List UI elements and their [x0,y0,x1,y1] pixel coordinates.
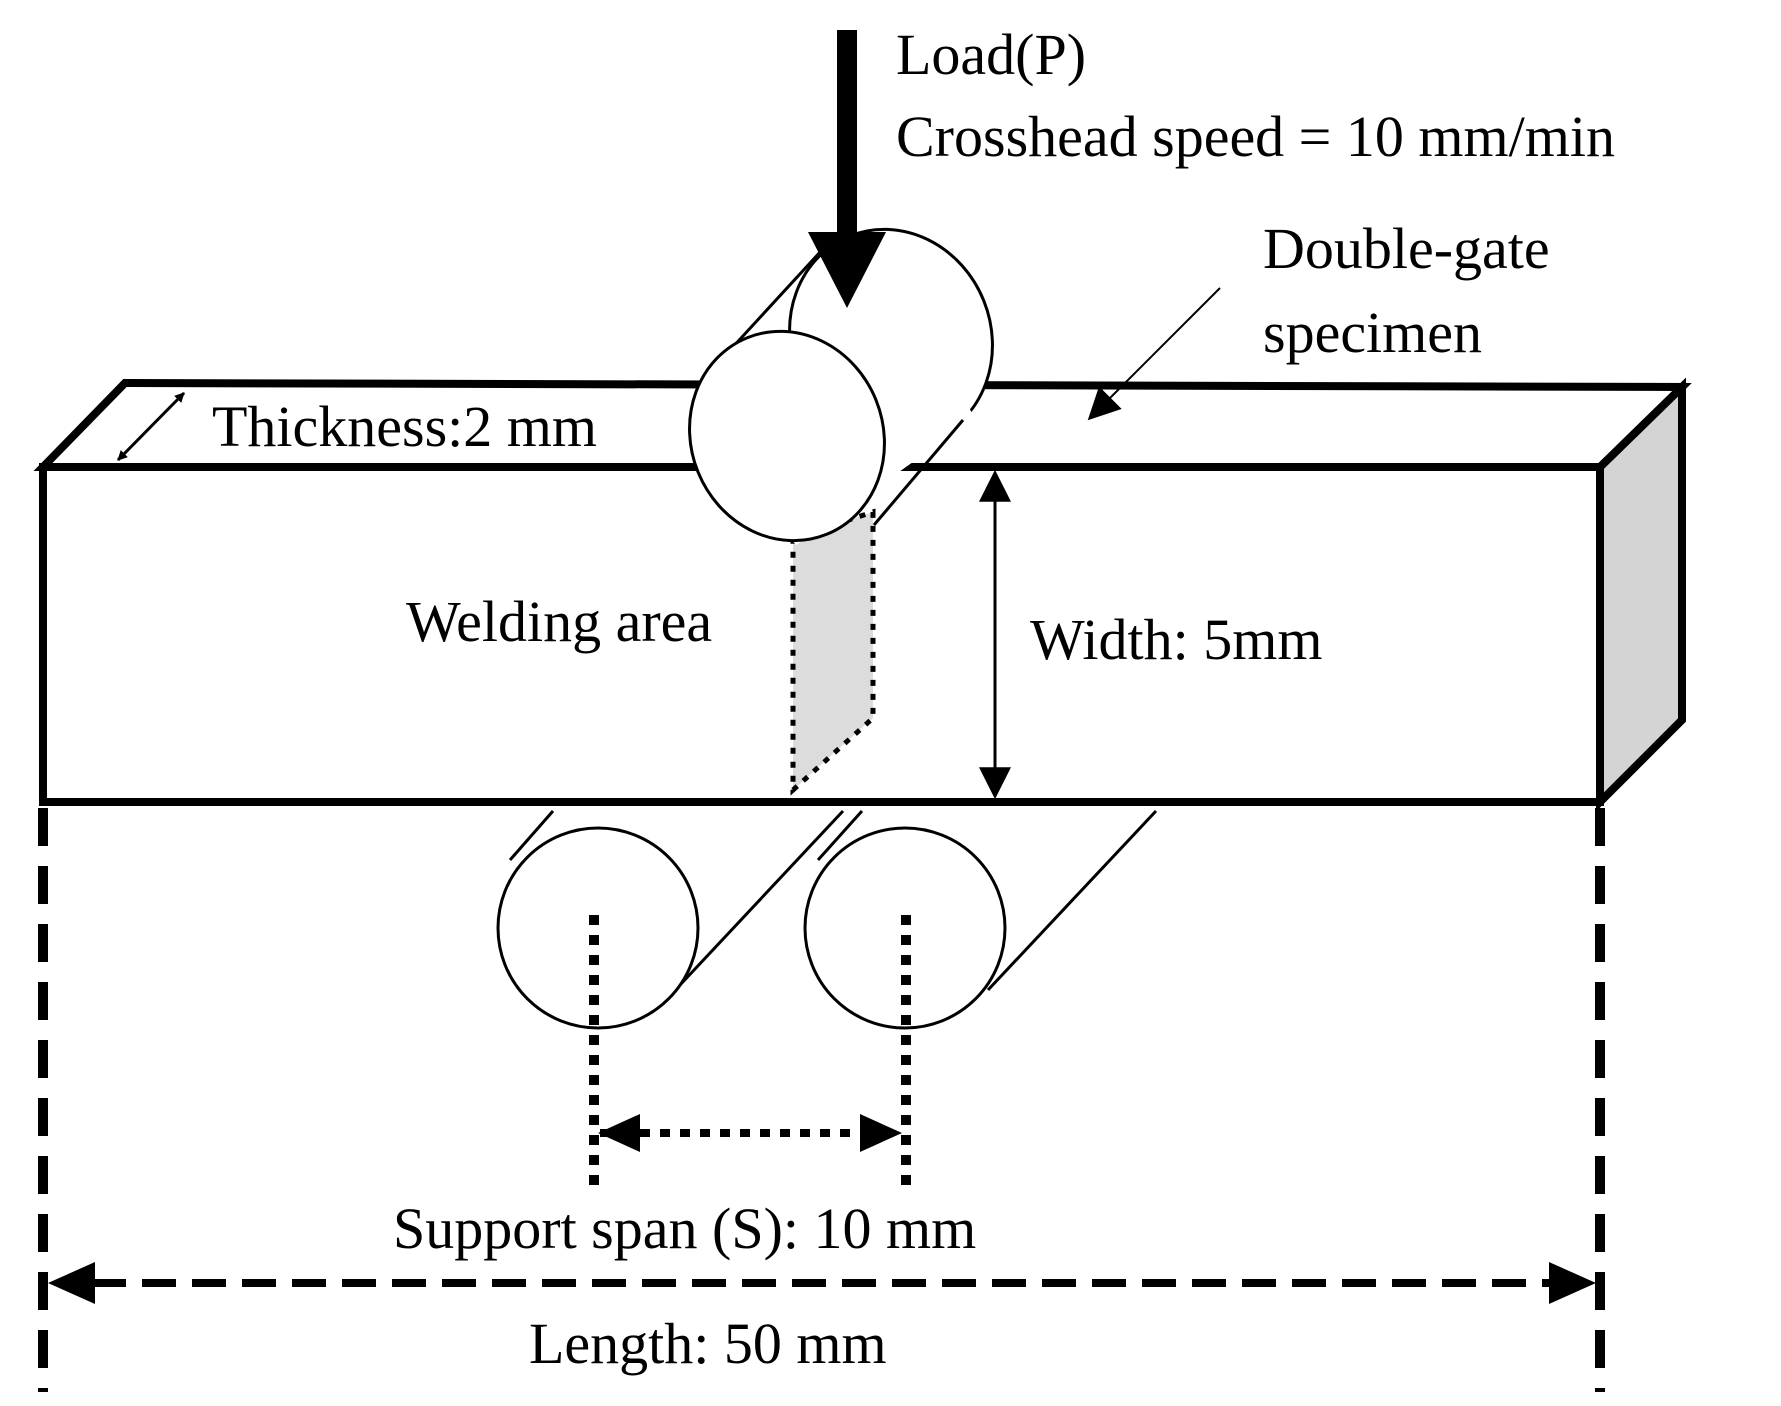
support-roller-right-face [803,826,1007,1030]
support-span-arrowhead-left [598,1114,640,1152]
support-span-label: Support span (S): 10 mm [393,1196,976,1261]
support-span-arrowhead-right [860,1114,902,1152]
support-roller-left-face [496,826,700,1030]
thickness-arrow [116,391,186,462]
width-label: Width: 5mm [1030,607,1323,672]
loading-roller-face [688,329,886,543]
support-roller-right [803,809,1158,1030]
specimen-label-line2: specimen [1263,300,1482,365]
crosshead-speed-label: Crosshead speed = 10 mm/min [896,104,1615,169]
length-arrowhead-left [48,1262,95,1304]
length-label: Length: 50 mm [529,1311,887,1376]
specimen-pointer-arrow [1087,287,1221,421]
load-label: Load(P) [896,22,1086,87]
support-roller-left [496,809,845,1030]
thickness-label: Thickness:2 mm [212,394,597,459]
specimen-label-line1: Double-gate [1263,216,1550,281]
length-arrowhead-right [1549,1262,1596,1304]
welding-area-label: Welding area [406,589,712,654]
load-arrow [808,30,886,308]
